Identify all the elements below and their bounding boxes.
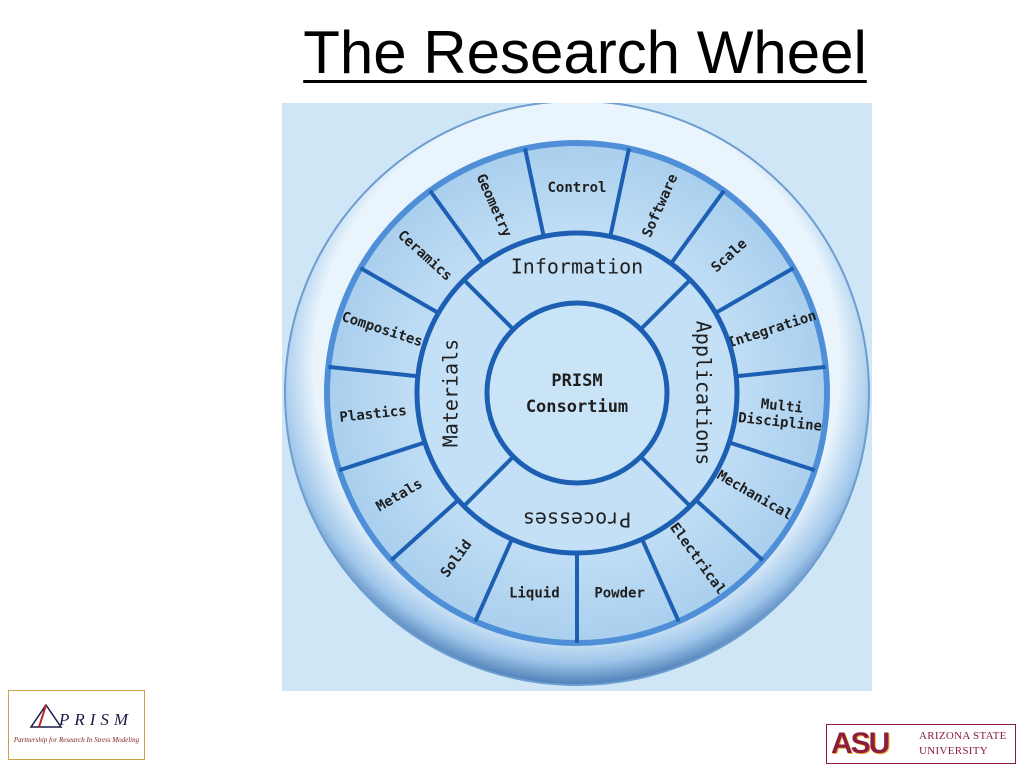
prism-logo-wordmark: PRISM bbox=[59, 710, 134, 729]
wheel-center-circle bbox=[484, 300, 670, 486]
wheel-ring-divider bbox=[462, 455, 515, 508]
wheel-center-label: Consortium bbox=[526, 397, 628, 417]
wheel-segment-label: Plastics bbox=[339, 403, 408, 426]
wheel-segment-divider bbox=[714, 266, 795, 315]
prism-logo-tagline: Partnership for Research In Stress Model… bbox=[13, 736, 140, 744]
wheel-ring-divider bbox=[462, 278, 515, 331]
wheel-segment-divider bbox=[473, 538, 514, 623]
wheel-segment-divider bbox=[338, 440, 426, 473]
wheel-segment-divider bbox=[728, 440, 816, 473]
wheel-segment-divider bbox=[359, 266, 440, 315]
wheel-segment-divider bbox=[669, 189, 726, 265]
wheel-segment-divider bbox=[428, 189, 485, 265]
wheel-segment-divider bbox=[523, 148, 546, 237]
wheel-ring-divider bbox=[639, 278, 692, 331]
wheel-ring-label: Processes bbox=[523, 508, 631, 532]
asu-logo-line2: UNIVERSITY bbox=[919, 745, 988, 757]
wheel-segment-label: Control bbox=[547, 180, 606, 196]
wheel-segment-divider bbox=[640, 538, 681, 623]
asu-logo-line1: ARIZONA STATE bbox=[919, 730, 1007, 742]
slide-title: The Research Wheel bbox=[303, 19, 867, 86]
wheel-ring-label: Information bbox=[511, 255, 643, 279]
prism-logo: PRISM Partnership for Research In Stress… bbox=[8, 690, 145, 760]
wheel-segment-label: Powder bbox=[594, 586, 645, 602]
wheel-ring-divider bbox=[639, 455, 692, 508]
wheel-segment-divider bbox=[735, 364, 826, 379]
wheel-segment-label: Liquid bbox=[509, 586, 560, 602]
asu-logo-mark: ASU bbox=[831, 729, 913, 759]
wheel-segment-divider bbox=[694, 498, 765, 562]
asu-logo: ASU ARIZONA STATE UNIVERSITY bbox=[826, 724, 1016, 764]
wheel-ring-label: Materials bbox=[439, 339, 463, 447]
wheel-ring-label: Applications bbox=[692, 321, 716, 466]
wheel-segment-divider bbox=[389, 498, 460, 562]
wheel-segment-divider bbox=[328, 364, 419, 379]
wheel-center-label: PRISM bbox=[551, 371, 602, 391]
prism-triangle-icon bbox=[29, 703, 63, 728]
wheel-segment-divider bbox=[608, 148, 631, 237]
